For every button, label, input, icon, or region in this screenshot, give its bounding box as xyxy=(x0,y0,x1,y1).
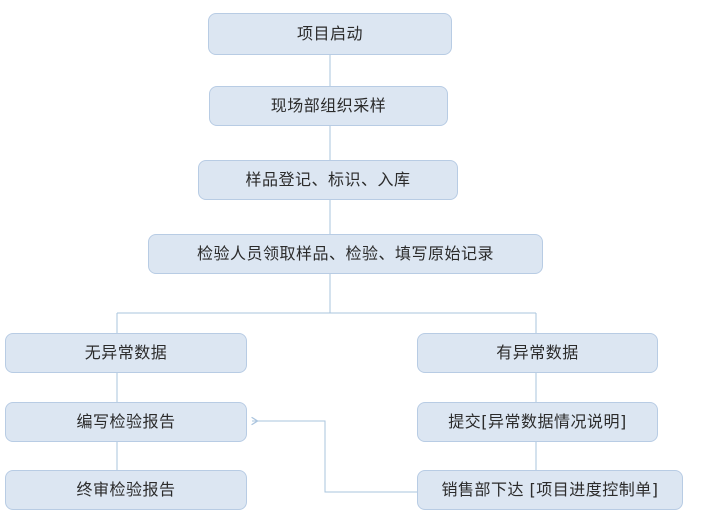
node-label: 有异常数据 xyxy=(496,343,579,363)
node-sample-registration[interactable]: 样品登记、标识、入库 xyxy=(198,160,458,200)
node-label: 无异常数据 xyxy=(84,343,168,363)
node-label: 终审检验报告 xyxy=(76,480,176,500)
node-no-anomaly-data[interactable]: 无异常数据 xyxy=(5,333,247,373)
node-label: 项目启动 xyxy=(296,24,363,44)
node-project-start[interactable]: 项目启动 xyxy=(208,13,452,55)
node-label: 销售部下达 [项目进度控制单] xyxy=(441,480,659,500)
node-field-sampling[interactable]: 现场部组织采样 xyxy=(209,86,448,126)
node-label: 提交[异常数据情况说明] xyxy=(448,412,627,432)
node-inspection-record[interactable]: 检验人员领取样品、检验、填写原始记录 xyxy=(148,234,543,274)
node-label: 样品登记、标识、入库 xyxy=(245,170,411,190)
edge-sales-order-to-write-report xyxy=(251,416,417,493)
node-has-anomaly-data[interactable]: 有异常数据 xyxy=(417,333,658,373)
node-submit-anomaly-explanation[interactable]: 提交[异常数据情况说明] xyxy=(417,402,658,442)
node-final-inspection-report[interactable]: 终审检验报告 xyxy=(5,470,247,510)
node-label: 现场部组织采样 xyxy=(270,96,387,116)
node-label: 编写检验报告 xyxy=(76,412,176,432)
node-sales-dept-progress-control[interactable]: 销售部下达 [项目进度控制单] xyxy=(417,470,683,510)
node-label: 检验人员领取样品、检验、填写原始记录 xyxy=(196,244,494,264)
node-write-inspection-report[interactable]: 编写检验报告 xyxy=(5,402,247,442)
